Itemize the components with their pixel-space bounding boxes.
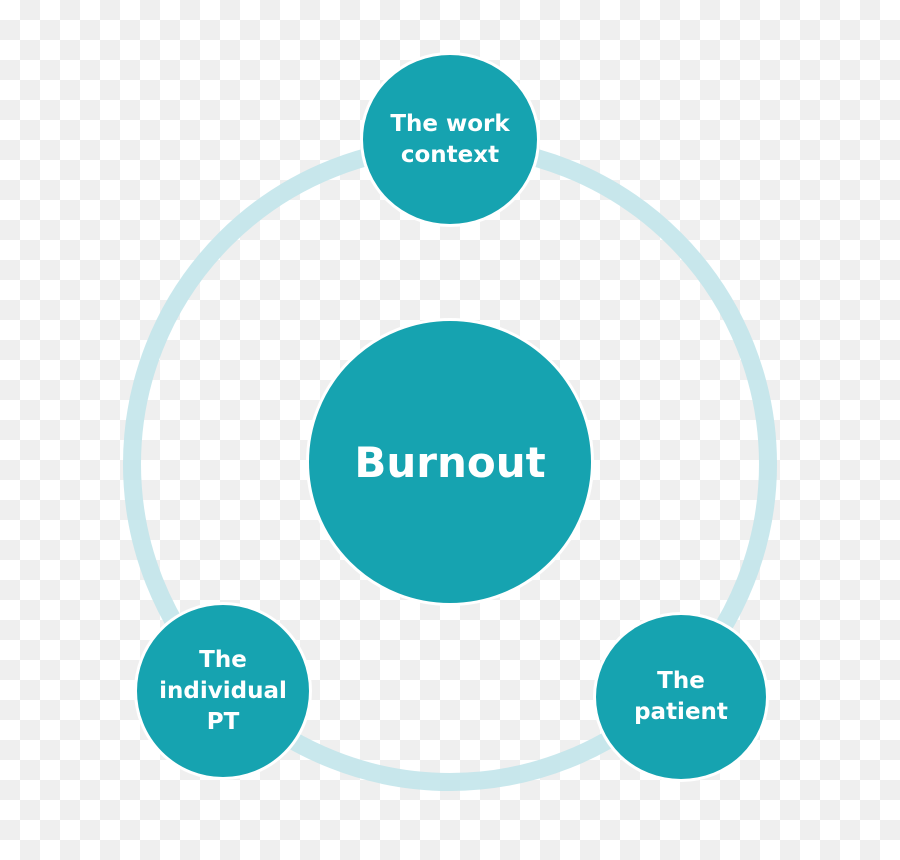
patient-node: The patient: [593, 612, 769, 782]
burnout-label: Burnout: [354, 437, 546, 487]
individual-pt-node: The individual PT: [134, 602, 312, 780]
work-context-label-line-1: The work: [390, 110, 510, 137]
patient-label-line-1: The: [657, 668, 705, 694]
individual-pt-label-line-3: PT: [206, 708, 240, 735]
individual-pt-label-line-2: individual: [159, 677, 287, 704]
patient-label-line-2: patient: [634, 699, 728, 725]
individual-pt-label-line-1: The: [199, 646, 247, 673]
work-context-node: The work context: [360, 52, 540, 227]
burnout-node: Burnout: [306, 318, 594, 606]
work-context-label-line-2: context: [400, 141, 500, 168]
